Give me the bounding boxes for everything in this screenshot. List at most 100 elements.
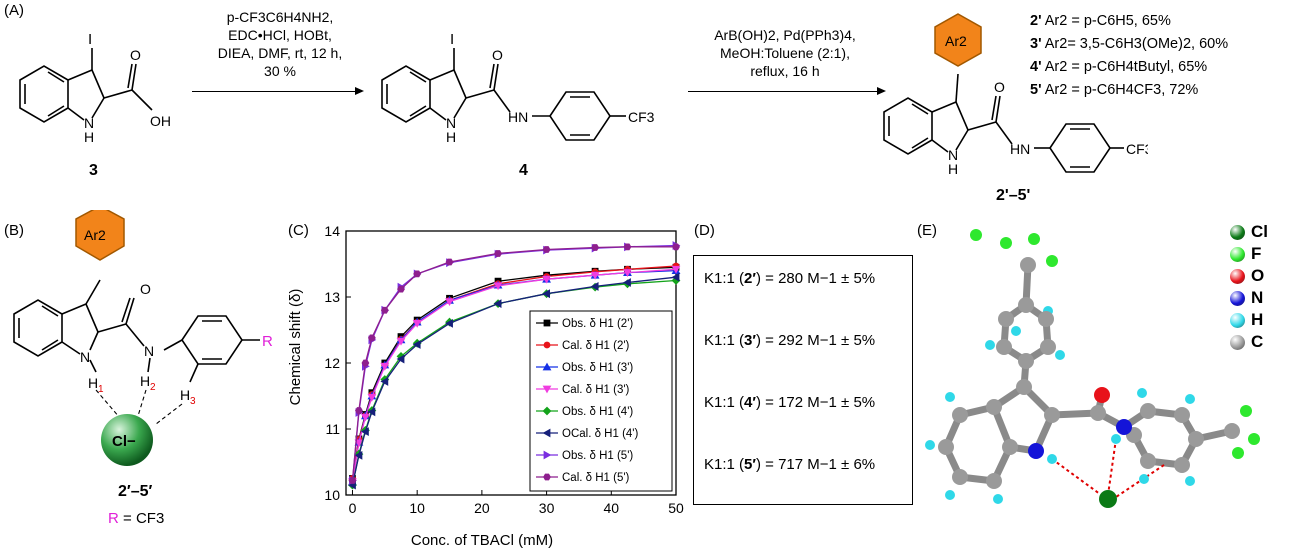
data-point xyxy=(591,244,600,251)
x-tick-label: 30 xyxy=(539,500,555,516)
atom-symbol: F xyxy=(1251,244,1262,263)
k-compound: 5′ xyxy=(744,456,756,473)
data-point xyxy=(542,385,552,394)
step2-line-1: ArB(OH)2, Pd(PPh3)4, xyxy=(714,27,856,43)
k-compound: 3′ xyxy=(744,332,756,349)
panel-label-d: (D) xyxy=(694,222,715,239)
r-value: CF3 xyxy=(135,510,165,527)
atom-color-swatch xyxy=(1230,312,1245,328)
data-point xyxy=(367,393,377,402)
chart-legend: Obs. δ H1 (2') Cal. δ H1 (2') Obs. δ H1 (3… xyxy=(529,310,673,492)
x-tick-label: 20 xyxy=(474,500,490,516)
panel-b-structure: Ar2 N N O H 1 H 2 H 3 R Cl− xyxy=(13,210,273,466)
k-compound: 4′ xyxy=(744,394,756,411)
data-point xyxy=(623,269,632,277)
o-atom-label: O xyxy=(130,47,141,63)
binding-constant-row: K1:1 (2′) = 280 M−1 ± 5% xyxy=(704,270,876,287)
atom-legend-item: N xyxy=(1230,288,1268,308)
chart-series-8 xyxy=(348,243,680,484)
legend-item: Obs. δ H1 (5') xyxy=(536,450,633,462)
step2-line-2: MeOH:Toluene (2:1), xyxy=(720,45,850,61)
r-substituent: R xyxy=(262,333,273,350)
product-item: 4' Ar2 = p-C6H4tButyl, 65% xyxy=(1030,56,1228,79)
compound-4-label: 4 xyxy=(519,162,528,179)
k-value: = 717 M−1 ± 6% xyxy=(765,456,876,473)
hn-atom-label-2: HN xyxy=(1010,141,1030,157)
legend-label: Obs. δ H1 (5') xyxy=(562,450,633,462)
x-tick-label: 50 xyxy=(668,500,684,516)
product-id: 3' xyxy=(1030,36,1042,52)
atom-legend-item: F xyxy=(1230,244,1268,264)
ar2-label: Ar2 xyxy=(945,33,967,49)
legend-label: Obs. δ H1 (2') xyxy=(562,318,633,330)
legend-frame xyxy=(529,310,673,492)
atom-symbol: Cl xyxy=(1251,222,1268,241)
binding-constant-box: K1:1 (2′) = 280 M−1 ± 5% K1:1 (3′) = 292… xyxy=(693,255,913,505)
chart-series-6 xyxy=(348,272,680,490)
data-point xyxy=(623,243,632,251)
atom-legend-item: H xyxy=(1230,310,1268,330)
legend-item: Cal. δ H1 (2') xyxy=(536,340,630,352)
product-text: Ar2 = p-C6H5, 65% xyxy=(1044,13,1171,29)
data-point xyxy=(590,282,599,291)
chart-x-axis-label: Conc. of TBACl (mM) xyxy=(411,532,553,549)
data-point xyxy=(413,270,422,278)
n-label-b: N xyxy=(80,349,90,365)
h-atom-label-3: H xyxy=(948,161,958,177)
data-point xyxy=(412,320,422,328)
h2-subscript: 2 xyxy=(150,382,156,393)
hn-atom-label: HN xyxy=(508,109,528,125)
atom-symbol: H xyxy=(1251,310,1264,329)
data-point xyxy=(396,354,405,364)
step1-line-4: 30 % xyxy=(264,63,296,79)
chloride-label: Cl− xyxy=(112,433,136,450)
atom-color-swatch xyxy=(1230,290,1245,306)
atom-color-swatch xyxy=(1230,246,1245,262)
data-point xyxy=(348,477,357,484)
product-text: Ar2 = p-C6H4tButyl, 65% xyxy=(1044,59,1208,75)
data-point xyxy=(445,319,453,328)
o-label-b: O xyxy=(140,281,151,297)
compound-3-label: 3 xyxy=(89,162,98,179)
products-label: 2'–5' xyxy=(996,187,1031,204)
legend-label: OCal. δ H1 (4') xyxy=(562,428,639,440)
data-point xyxy=(542,289,550,299)
y-tick-label: 11 xyxy=(325,421,340,437)
atom-legend-item: C xyxy=(1230,332,1268,352)
product-id: 5' xyxy=(1030,82,1042,98)
data-point xyxy=(542,406,552,416)
step1-line-1: p-CF3C6H4NH2, xyxy=(226,9,334,25)
data-point xyxy=(445,258,454,266)
binding-constant-row: K1:1 (4′) = 172 M−1 ± 5% xyxy=(704,394,876,411)
legend-item: Obs. δ H1 (3') xyxy=(536,362,633,374)
nh-atom-label-3: N xyxy=(948,147,958,163)
k-value: = 172 M−1 ± 5% xyxy=(765,394,876,411)
x-tick-label: 0 xyxy=(349,500,357,516)
legend-item: OCal. δ H1 (4') xyxy=(536,428,639,440)
step1-line-2: EDC•HCl, HOBt, xyxy=(228,27,332,43)
atom-color-swatch xyxy=(1230,268,1245,284)
data-point xyxy=(367,334,376,342)
y-tick-label: 10 xyxy=(324,487,340,503)
x-tick-label: 40 xyxy=(604,500,620,516)
product-yield-list: 2' Ar2 = p-C6H5, 65% 3' Ar2= 3,5-C6H3(OM… xyxy=(1030,10,1228,102)
data-point xyxy=(354,451,363,460)
atom-symbol: N xyxy=(1251,288,1264,307)
compound-4-structure: I N H O HN CF3 xyxy=(381,31,655,145)
data-point xyxy=(412,340,421,349)
step2-conditions: ArB(OH)2, Pd(PPh3)4, MeOH:Toluene (2:1),… xyxy=(690,26,880,80)
atom-symbol: C xyxy=(1251,332,1264,351)
data-point xyxy=(590,271,600,280)
product-item: 2' Ar2 = p-C6H5, 65% xyxy=(1030,10,1228,33)
data-point xyxy=(542,275,551,284)
product-item: 5' Ar2 = p-C6H4CF3, 72% xyxy=(1030,79,1228,102)
h3-subscript: 3 xyxy=(190,396,196,407)
y-tick-label: 12 xyxy=(324,355,340,371)
binding-constant-row: K1:1 (3′) = 292 M−1 ± 5% xyxy=(704,332,876,349)
panel-label-c: (C) xyxy=(288,222,309,239)
crystal-structure xyxy=(925,229,1260,508)
h1-label: H xyxy=(88,375,98,391)
reaction-arrow-2 xyxy=(688,87,886,95)
data-point xyxy=(493,282,503,291)
